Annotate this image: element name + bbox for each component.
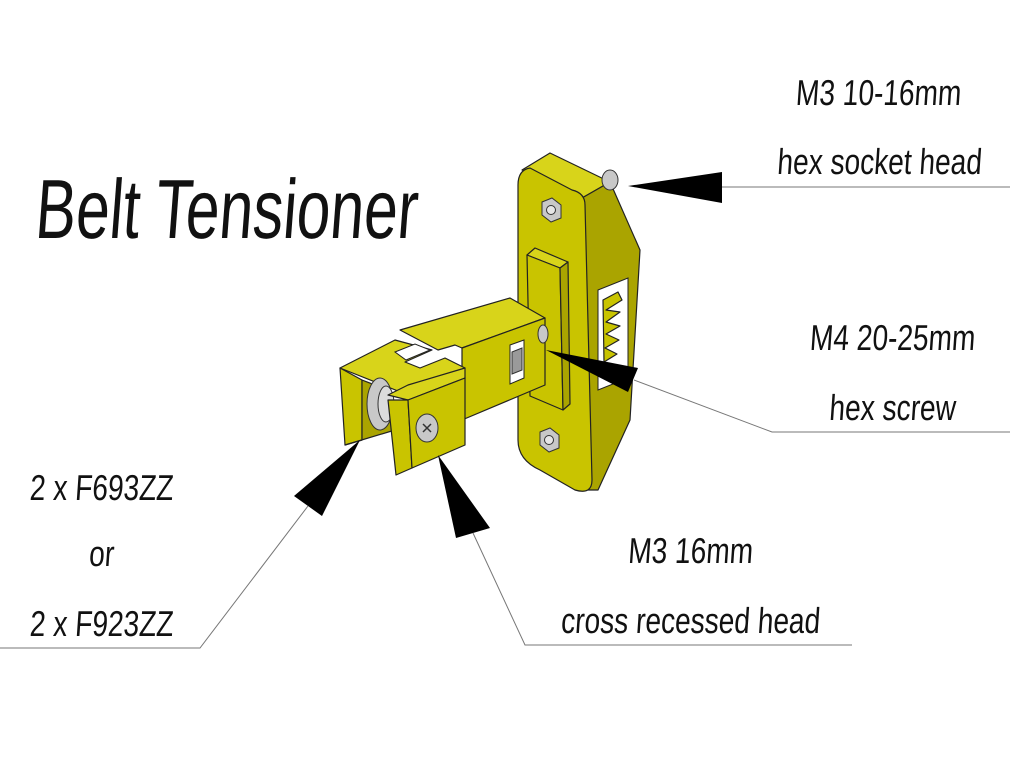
diagram-title: Belt Tensioner [33, 162, 422, 256]
hex-socket-screw-head [601, 169, 619, 191]
label-cross-screw-type: cross recessed head [560, 601, 822, 641]
label-cross-screw-size: M3 16mm [627, 531, 755, 571]
arrow-top-screw [628, 172, 722, 203]
label-hex-screw-type: hex screw [828, 388, 958, 428]
clevis [339, 339, 466, 476]
arrow-cross-screw [438, 455, 490, 538]
tensioner-arm [399, 297, 549, 421]
label-hex-screw-size: M4 20-25mm [809, 318, 977, 358]
label-bearing-option-1: 2 x F693ZZ [29, 468, 175, 508]
leader-hex-screw [546, 350, 1010, 433]
leader-bearings [0, 440, 360, 649]
leader-cross-screw [438, 455, 852, 646]
arrow-bearings [294, 440, 360, 516]
belt-tensioner-part [339, 152, 641, 492]
label-top-screw-size: M3 10-16mm [795, 73, 963, 113]
label-bearing-or: or [88, 534, 116, 574]
leader-top-screw [628, 172, 1010, 203]
hex-screw-shaft [537, 324, 549, 344]
arrow-hex-screw [546, 350, 638, 392]
label-top-screw-type: hex socket head [776, 142, 983, 182]
label-bearing-option-2: 2 x F923ZZ [29, 604, 175, 644]
